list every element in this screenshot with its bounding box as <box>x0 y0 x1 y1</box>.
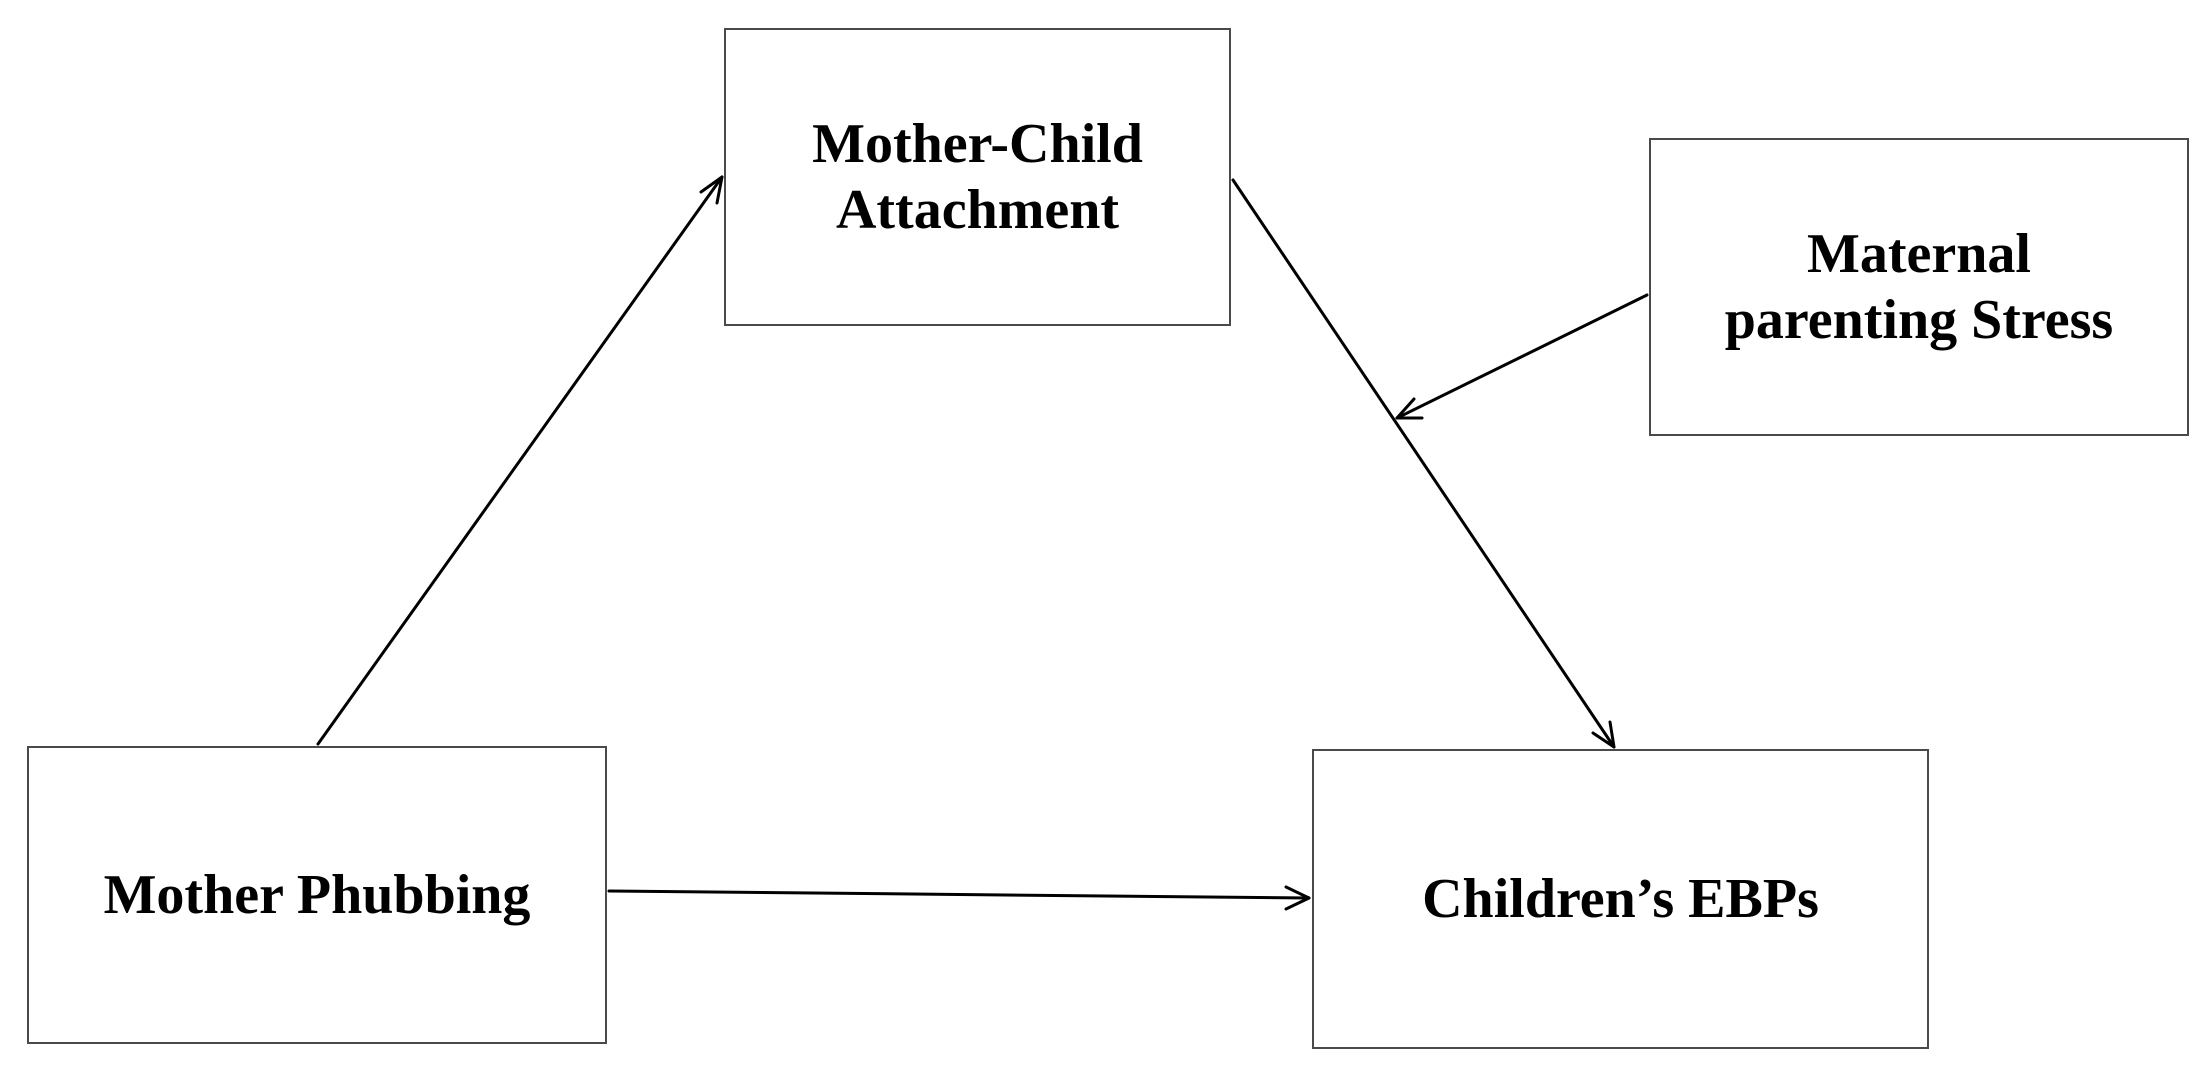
node-mother-phubbing: Mother Phubbing <box>27 746 607 1044</box>
arrow-phubbing-to-attachment <box>316 175 724 746</box>
arrow-stress-to-path <box>1395 293 1649 420</box>
node-label-stress: Maternal parenting Stress <box>1724 222 2114 351</box>
node-label-phubbing: Mother Phubbing <box>103 863 531 926</box>
arrow-attachment-to-ebps <box>1231 178 1616 749</box>
node-childrens-ebps: Children’s EBPs <box>1312 749 1929 1049</box>
node-maternal-parenting-stress: Maternal parenting Stress <box>1649 138 2189 436</box>
node-label-attachment: Mother-Child Attachment <box>812 112 1143 241</box>
arrow-phubbing-to-ebps <box>607 885 1311 911</box>
node-mother-child-attachment: Mother-Child Attachment <box>724 28 1231 326</box>
node-label-ebps: Children’s EBPs <box>1422 867 1819 930</box>
